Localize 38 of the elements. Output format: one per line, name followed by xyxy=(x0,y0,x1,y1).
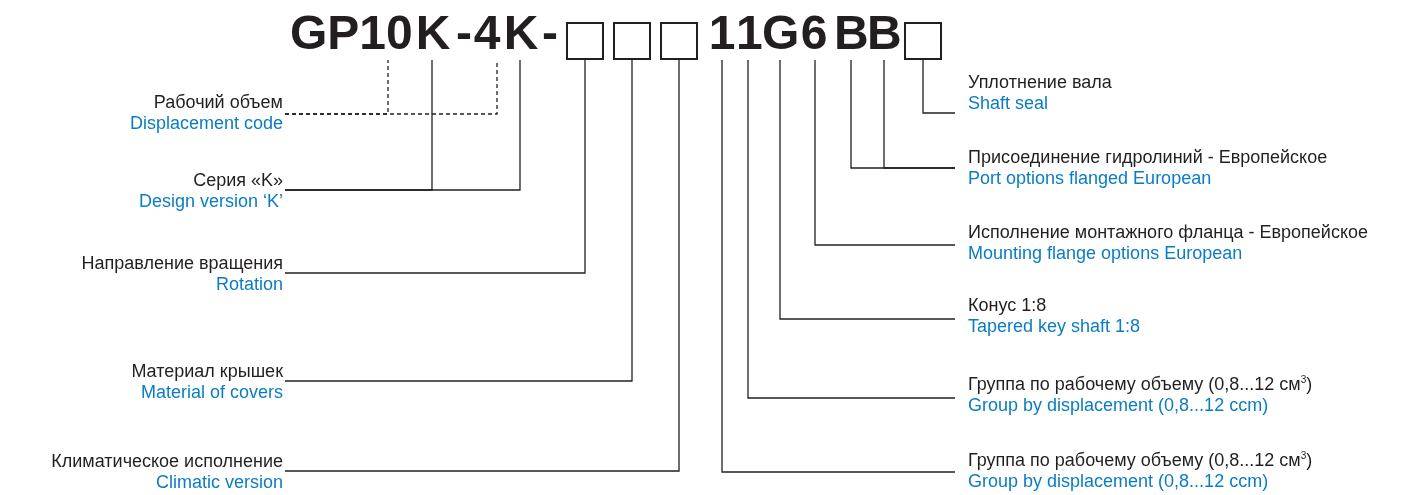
leader-line xyxy=(284,59,521,191)
leader-line xyxy=(779,59,956,320)
code-character: - xyxy=(456,6,472,60)
leader-line xyxy=(883,59,956,169)
description-text: Группа по рабочему объему (0,8...12 см$^{3}$) Group by displacement (0,8...12 ccm) xyxy=(955,450,1313,492)
code-character: G xyxy=(762,6,798,60)
description-text: Исполнение монтажного фланца - Европейское Mounting flange options European xyxy=(955,222,1368,264)
code-placeholder-box xyxy=(660,22,698,60)
code-character: K xyxy=(414,6,452,60)
code-character: 4 xyxy=(472,6,502,60)
description-text: Уплотнение вала Shaft seal xyxy=(955,72,1112,114)
description-text: Присоединение гидролиний - Европейское Port options flanged European xyxy=(955,147,1328,189)
leader-line xyxy=(922,59,956,114)
leader-line xyxy=(747,59,956,399)
description-text: Направление вращения Rotation xyxy=(81,253,285,295)
code-character: 10 xyxy=(358,6,414,60)
description-text: Рабочий объем Displacement code xyxy=(129,92,285,134)
code-character: 6 xyxy=(798,6,830,60)
code-character: B xyxy=(834,6,868,60)
description-text: Климатическое исполнение Climatic version xyxy=(51,451,285,493)
code-placeholder-box xyxy=(566,22,604,60)
description-text: Группа по рабочему объему (0,8...12 см$^{3}$) Group by displacement (0,8...12 ccm) xyxy=(955,374,1313,416)
code-character: GP xyxy=(290,6,358,60)
code-character: - xyxy=(542,6,558,60)
description-text: Материал крышек Material of covers xyxy=(131,361,285,403)
leader-line xyxy=(284,59,586,274)
leader-line xyxy=(284,59,680,472)
description-text: Конус 1:8 Tapered key shaft 1:8 xyxy=(955,295,1141,337)
leader-line xyxy=(814,59,956,246)
description-text: Серия «K» Design version ‘K’ xyxy=(138,170,285,212)
code-placeholder-box xyxy=(904,22,942,60)
code-placeholder-box xyxy=(613,22,651,60)
leader-line xyxy=(284,59,633,382)
code-character: B xyxy=(867,6,901,60)
code-character: 1 xyxy=(708,6,736,60)
leader-line xyxy=(721,59,956,473)
code-character: 1 xyxy=(736,6,762,60)
code-character: K xyxy=(502,6,540,60)
